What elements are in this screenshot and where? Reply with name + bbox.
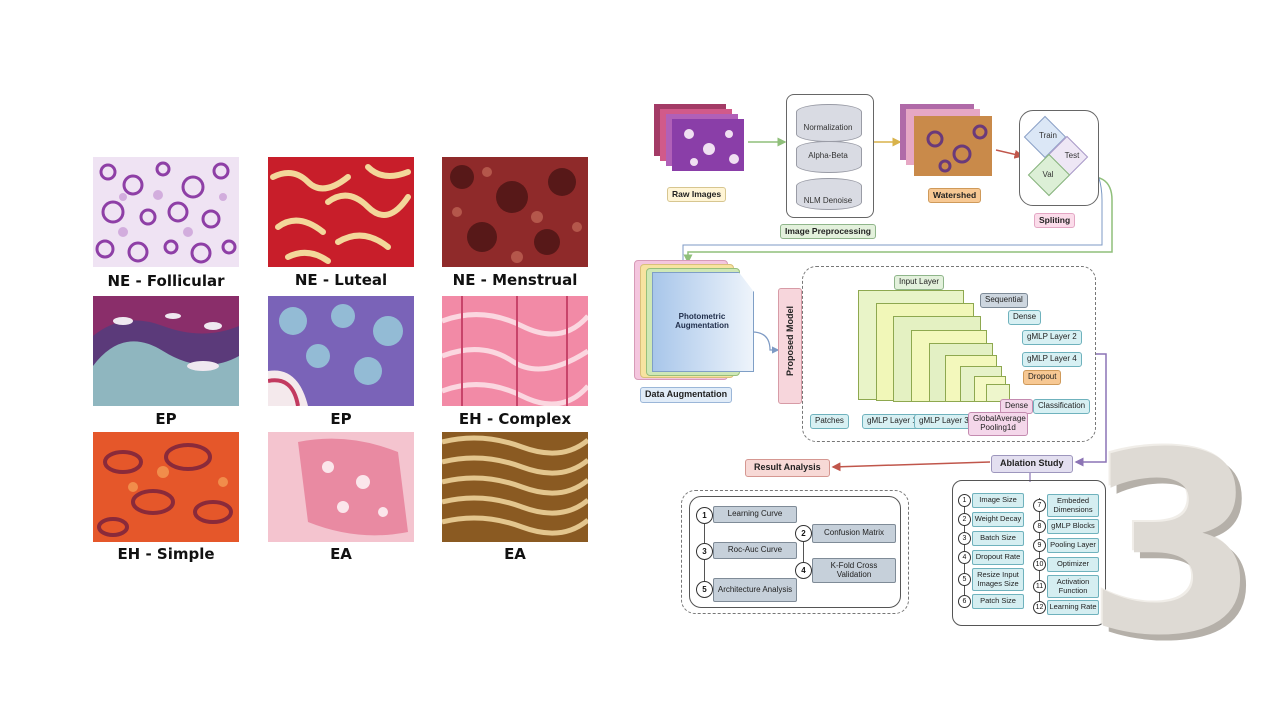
ablation-num: 6 <box>958 595 971 608</box>
dropout-label: Dropout <box>1023 370 1062 385</box>
ablation-item: Learning Rate <box>1047 600 1099 615</box>
tile-eh-complex <box>442 296 588 406</box>
pooling-label: GlobalAverage Pooling1d <box>968 412 1028 436</box>
ablation-num: 1 <box>958 494 971 507</box>
photometric-block <box>652 272 754 372</box>
tile-ep-2 <box>268 296 414 406</box>
result-item: Architecture Analysis <box>713 578 797 602</box>
nlm-denoise-cylinder <box>796 178 862 210</box>
ablation-num: 8 <box>1033 520 1046 533</box>
ablation-num: 3 <box>958 532 971 545</box>
tile-caption: NE - Menstrual <box>452 271 578 289</box>
raw-images-thumbnail <box>654 104 744 171</box>
tile-caption: EA <box>504 545 526 563</box>
tile-ne-luteal <box>268 157 414 267</box>
gmlp-layer-3-label: gMLP Layer 3 <box>914 414 974 429</box>
ablation-item: Patch Size <box>972 594 1024 609</box>
ablation-num: 7 <box>1033 499 1046 512</box>
result-num: 5 <box>696 581 713 598</box>
watershed-label: Watershed <box>928 188 982 204</box>
tile-ep-1 <box>93 296 239 406</box>
sequential-label: Sequential <box>980 293 1028 308</box>
watershed-thumbnail <box>900 104 992 176</box>
ablation-item: Batch Size <box>972 531 1024 546</box>
splitting-label: Spliting <box>1034 213 1076 229</box>
classification-label: Classification <box>1033 399 1091 414</box>
ablation-num: 12 <box>1033 601 1046 614</box>
ablation-num: 11 <box>1033 580 1046 593</box>
tile-caption: NE - Follicular <box>107 272 225 290</box>
tile-caption: EP <box>330 410 352 428</box>
test-label: Test <box>1064 151 1080 160</box>
tile-caption: EH - Complex <box>458 410 572 428</box>
image-preprocessing-label: Image Preprocessing <box>780 224 876 240</box>
result-item: Roc-Auc Curve <box>713 542 797 559</box>
result-num: 2 <box>795 525 812 542</box>
proposed-model-label: Proposed Model <box>785 306 795 377</box>
ablation-item: Pooling Layer <box>1047 538 1099 553</box>
tile-caption: NE - Luteal <box>294 271 388 289</box>
big-number-three: 3 <box>1086 399 1260 690</box>
ablation-study-label: Ablation Study <box>991 455 1073 473</box>
result-panel <box>689 496 901 608</box>
tile-ea-1 <box>268 432 414 542</box>
tile-eh-simple <box>93 432 239 542</box>
tile-caption: EP <box>155 410 177 428</box>
tile-caption: EA <box>330 545 352 563</box>
ablation-right-line <box>1039 498 1040 610</box>
gmlp-layer-2-label: gMLP Layer 2 <box>1022 330 1082 345</box>
result-item: Learning Curve <box>713 506 797 523</box>
proposed-model-tab <box>778 288 802 404</box>
tile-caption: EH - Simple <box>117 545 215 563</box>
patches-label: Patches <box>810 414 849 429</box>
ablation-item: Activation Function <box>1047 575 1099 598</box>
dense-label: Dense <box>1008 310 1042 325</box>
tile-ne-follicular <box>93 157 239 267</box>
ablation-item: Optimizer <box>1047 557 1099 572</box>
nlm-denoise-label: NLM Denoise <box>803 196 853 205</box>
ablation-num: 9 <box>1033 539 1046 552</box>
gmlp-layer-1-label: gMLP Layer 1 <box>862 414 922 429</box>
ablation-item: Resize Input Images Size <box>972 568 1024 591</box>
ablation-num: 5 <box>958 573 971 586</box>
normalization-label: Normalization <box>803 123 853 132</box>
ablation-item: gMLP Blocks <box>1047 519 1099 534</box>
result-item: K-Fold Cross Validation <box>812 558 896 583</box>
ablation-item: Weight Decay <box>972 512 1024 527</box>
data-augmentation-label: Data Augmentation <box>640 387 733 403</box>
tile-ne-menstrual <box>442 157 588 267</box>
ablation-panel <box>952 480 1106 626</box>
ablation-item: Embeded Dimensions <box>1047 494 1099 517</box>
model-panel <box>802 266 1096 442</box>
tile-ea-2 <box>442 432 588 542</box>
result-item: Confusion Matrix <box>812 524 896 543</box>
ablation-item: Image Size <box>972 493 1024 508</box>
alpha-beta-cylinder <box>796 141 862 173</box>
ablation-num: 10 <box>1033 558 1046 571</box>
result-num: 1 <box>696 507 713 524</box>
ablation-left-line <box>964 494 965 604</box>
result-analysis-label: Result Analysis <box>745 459 830 477</box>
input-layer-label: Input Layer <box>894 275 945 290</box>
ablation-num: 2 <box>958 513 971 526</box>
ablation-num: 4 <box>958 551 971 564</box>
result-num: 3 <box>696 543 713 560</box>
layer-block <box>986 384 1010 402</box>
raw-images-label: Raw Images <box>667 187 727 203</box>
photometric-label: Photometric Augmentation <box>675 312 729 330</box>
result-panel-outer <box>681 490 909 614</box>
alpha-beta-label: Alpha-Beta <box>808 151 848 160</box>
train-label: Train <box>1039 131 1057 140</box>
val-label: Val <box>1042 170 1054 179</box>
result-right-line <box>803 540 804 570</box>
gmlp-layer-4-label: gMLP Layer 4 <box>1022 352 1082 367</box>
ablation-item: Dropout Rate <box>972 550 1024 565</box>
result-num: 4 <box>795 562 812 579</box>
